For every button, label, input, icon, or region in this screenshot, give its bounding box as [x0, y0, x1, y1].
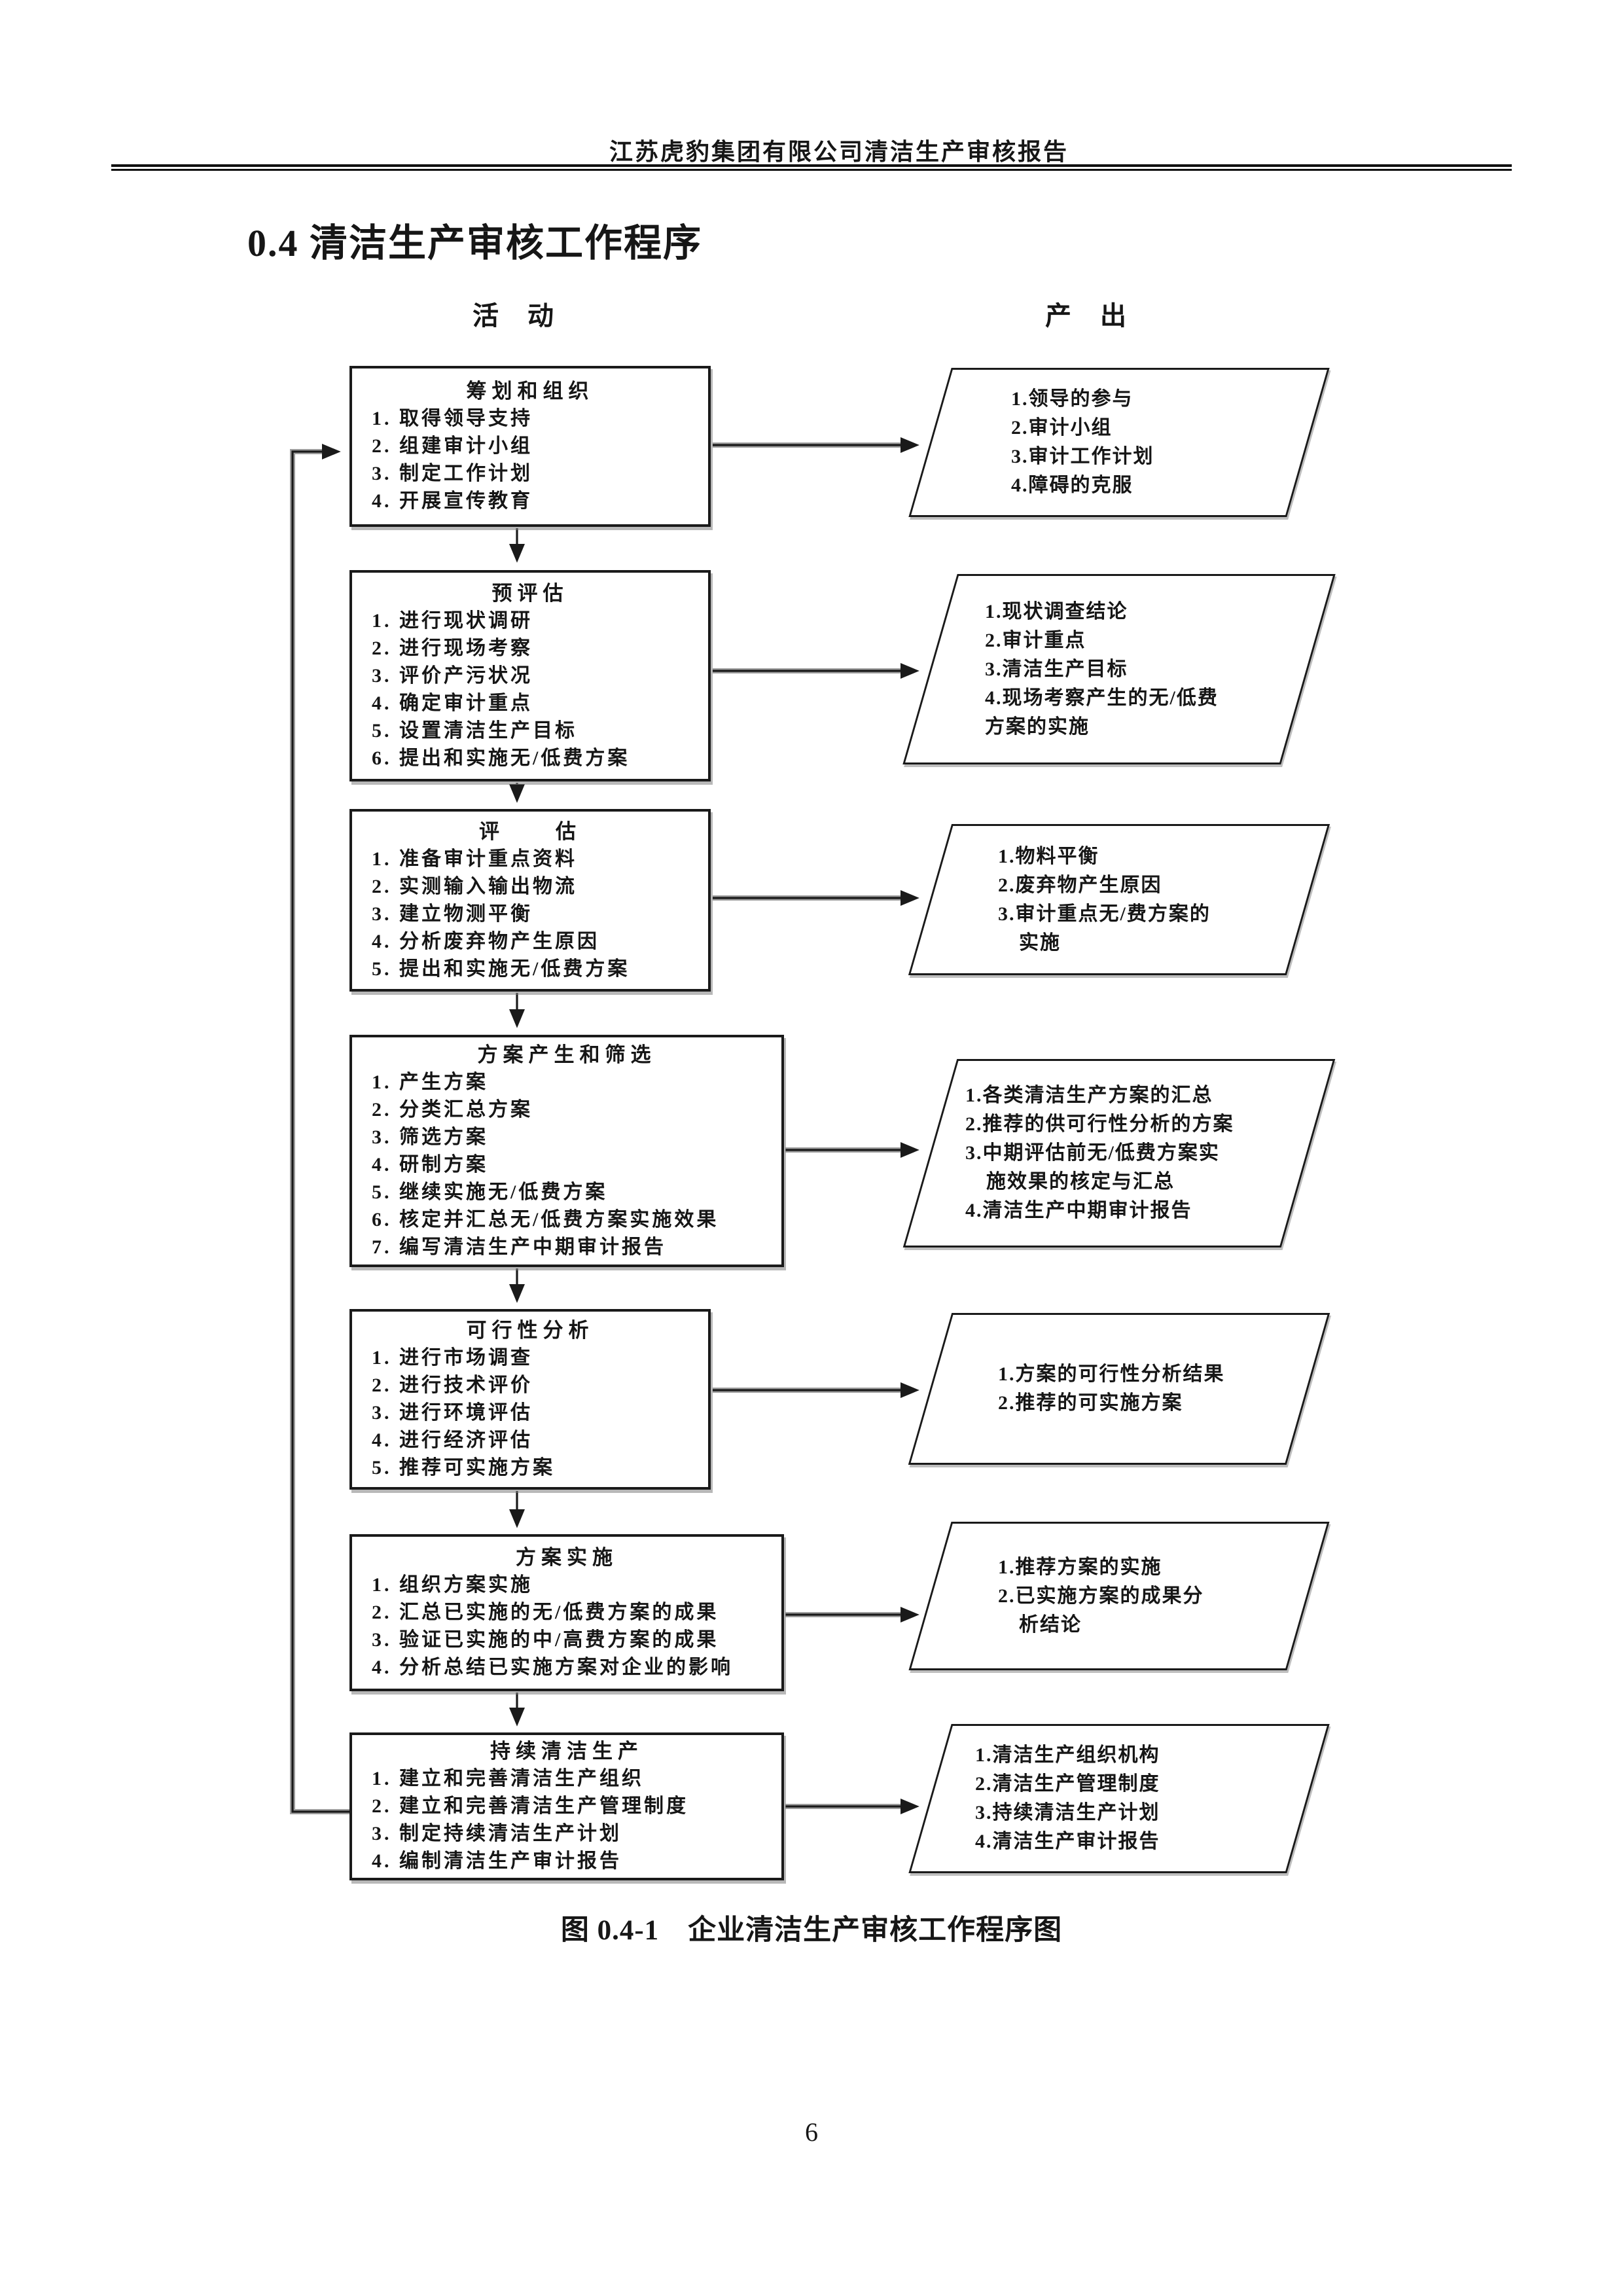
output-parallelogram-2: 1.现状调查结论 2.审计重点 3.清洁生产目标 4.现场考察产生的无/低费 方…	[902, 574, 1336, 764]
stage-title: 可行性分析	[466, 1319, 594, 1342]
section-title: 0.4 清洁生产审核工作程序	[247, 222, 703, 264]
stage-item: 3. 建立物测平衡	[372, 903, 533, 925]
stage-item: 3. 进行环境评估	[372, 1402, 533, 1424]
output-parallelogram-5: 1.方案的可行性分析结果 2.推荐的可实施方案	[906, 1313, 1332, 1465]
stage-item: 3. 制定持续清洁生产计划	[372, 1823, 622, 1844]
output-item: 3.清洁生产目标	[985, 658, 1128, 680]
output-item: 2.已实施方案的成果分 析结论	[998, 1585, 1204, 1636]
output-item: 1.推荐方案的实施	[998, 1556, 1162, 1578]
stage-title: 筹划和组织	[466, 380, 594, 403]
output-item: 2.推荐的供可行性分析的方案	[965, 1113, 1234, 1135]
stage-item: 2. 进行现场考察	[372, 637, 533, 659]
column-header-activities: 活 动	[473, 301, 555, 331]
stage-item: 6. 提出和实施无/低费方案	[372, 747, 630, 769]
stage-item: 3. 制定工作计划	[372, 463, 533, 484]
output-item: 1.现状调查结论	[985, 600, 1128, 622]
stage-box-assessment: 评 估 1. 准备审计重点资料 2. 实测输入输出物流 3. 建立物测平衡 4.…	[349, 809, 711, 992]
stage-item: 4. 研制方案	[372, 1153, 488, 1175]
stage-item: 4. 编制清洁生产审计报告	[372, 1850, 622, 1872]
output-item: 4.现场考察产生的无/低费 方案的实施	[985, 687, 1219, 738]
stage-item: 1. 组织方案实施	[372, 1574, 533, 1596]
stage-item: 1. 进行现状调研	[372, 609, 533, 632]
stage-item: 3. 筛选方案	[372, 1126, 488, 1148]
stage-item: 1. 取得领导支持	[372, 408, 533, 429]
figure-caption: 图 0.4-1 企业清洁生产审核工作程序图	[560, 1915, 1063, 1946]
stage-box-planning-organization: 筹划和组织 1. 取得领导支持 2. 组建审计小组 3. 制定工作计划 4. 开…	[349, 366, 711, 527]
stage-item: 1. 产生方案	[372, 1071, 488, 1093]
output-parallelogram-3: 1.物料平衡 2.废弃物产生原因 3.审计重点无/费方案的 实施	[906, 824, 1332, 975]
output-item: 4.清洁生产审计报告	[975, 1831, 1160, 1852]
feedback-loop-stage7-to-stage1	[291, 444, 349, 1813]
stage-item: 2. 汇总已实施的无/低费方案的成果	[372, 1602, 719, 1623]
stage-box-pre-assessment: 预评估 1. 进行现状调研 2. 进行现场考察 3. 评价产污状况 4. 确定审…	[349, 570, 711, 781]
output-item: 4.障碍的克服	[1011, 475, 1133, 496]
stage-item: 4. 开展宣传教育	[372, 490, 533, 512]
stage-item: 1. 准备审计重点资料	[372, 848, 577, 870]
stage-item: 5. 推荐可实施方案	[372, 1457, 555, 1479]
stage-title: 预评估	[491, 581, 569, 605]
output-parallelogram-6: 1.推荐方案的实施 2.已实施方案的成果分 析结论	[906, 1522, 1332, 1670]
stage-box-continuous-cleaner-production: 持续清洁生产 1. 建立和完善清洁生产组织 2. 建立和完善清洁生产管理制度 3…	[349, 1732, 784, 1880]
stage-item: 5. 继续实施无/低费方案	[372, 1181, 608, 1203]
stage-item: 7. 编写清洁生产中期审计报告	[372, 1236, 666, 1258]
stage-item: 2. 进行技术评价	[372, 1374, 533, 1396]
output-item: 3.中期评估前无/低费方案实 施效果的核定与汇总	[965, 1142, 1220, 1193]
stage-item: 2. 组建审计小组	[372, 435, 533, 457]
stage-item: 5. 设置清洁生产目标	[372, 719, 577, 742]
output-parallelogram-7: 1.清洁生产组织机构 2.清洁生产管理制度 3.持续清洁生产计划 4.清洁生产审…	[906, 1724, 1332, 1873]
output-item: 1.领导的参与	[1011, 388, 1133, 410]
stage-item: 2. 建立和完善清洁生产管理制度	[372, 1795, 688, 1817]
stage-title: 方案实施	[516, 1546, 618, 1569]
output-item: 1.物料平衡	[998, 845, 1099, 867]
output-item: 2.审计小组	[1011, 417, 1113, 439]
header-rule	[111, 164, 1512, 171]
stage-item: 4. 进行经济评估	[372, 1429, 533, 1451]
column-header-outputs: 产 出	[1045, 301, 1128, 331]
stage-box-option-implementation: 方案实施 1. 组织方案实施 2. 汇总已实施的无/低费方案的成果 3. 验证已…	[349, 1534, 784, 1691]
output-item: 1.方案的可行性分析结果	[998, 1363, 1225, 1385]
stage-item: 1. 进行市场调查	[372, 1347, 533, 1369]
output-item: 2.推荐的可实施方案	[998, 1392, 1183, 1414]
stage-title: 持续清洁生产	[490, 1740, 643, 1763]
stage-item: 1. 建立和完善清洁生产组织	[372, 1768, 644, 1789]
output-item: 1.各类清洁生产方案的汇总	[965, 1085, 1213, 1106]
stage-item: 6. 核定并汇总无/低费方案实施效果	[372, 1208, 719, 1230]
stage-item: 4. 分析总结已实施方案对企业的影响	[372, 1657, 733, 1678]
stage-item: 3. 评价产污状况	[372, 664, 533, 687]
stage-item: 2. 分类汇总方案	[372, 1098, 533, 1121]
stage-item: 4. 确定审计重点	[372, 692, 533, 714]
output-item: 1.清洁生产组织机构	[975, 1744, 1160, 1766]
output-item: 3.持续清洁生产计划	[975, 1802, 1160, 1823]
page-header: 江苏虎豹集团有限公司清洁生产审核报告	[609, 139, 1069, 165]
output-item: 2.审计重点	[985, 629, 1086, 651]
stage-title: 方案产生和筛选	[477, 1043, 656, 1066]
output-item: 2.清洁生产管理制度	[975, 1773, 1160, 1795]
output-parallelogram-1: 1.领导的参与 2.审计小组 3.审计工作计划 4.障碍的克服	[906, 368, 1332, 517]
stage-item: 4. 分析废弃物产生原因	[372, 930, 599, 952]
stage-box-option-generation-screening: 方案产生和筛选 1. 产生方案 2. 分类汇总方案 3. 筛选方案 4. 研制方…	[349, 1035, 784, 1267]
stage-item: 2. 实测输入输出物流	[372, 875, 577, 897]
stage-item: 3. 验证已实施的中/高费方案的成果	[372, 1629, 719, 1651]
stage-title: 评 估	[479, 819, 581, 843]
stage-box-feasibility-analysis: 可行性分析 1. 进行市场调查 2. 进行技术评价 3. 进行环境评估 4. 进…	[349, 1309, 711, 1490]
page-number: 6	[805, 2117, 818, 2147]
output-item: 2.废弃物产生原因	[998, 874, 1162, 896]
output-item: 3.审计重点无/费方案的 实施	[998, 903, 1211, 954]
output-item: 4.清洁生产中期审计报告	[965, 1200, 1192, 1221]
output-parallelogram-4: 1.各类清洁生产方案的汇总 2.推荐的供可行性分析的方案 3.中期评估前无/低费…	[902, 1059, 1336, 1247]
stage-item: 5. 提出和实施无/低费方案	[372, 958, 630, 980]
output-item: 3.审计工作计划	[1011, 446, 1154, 467]
